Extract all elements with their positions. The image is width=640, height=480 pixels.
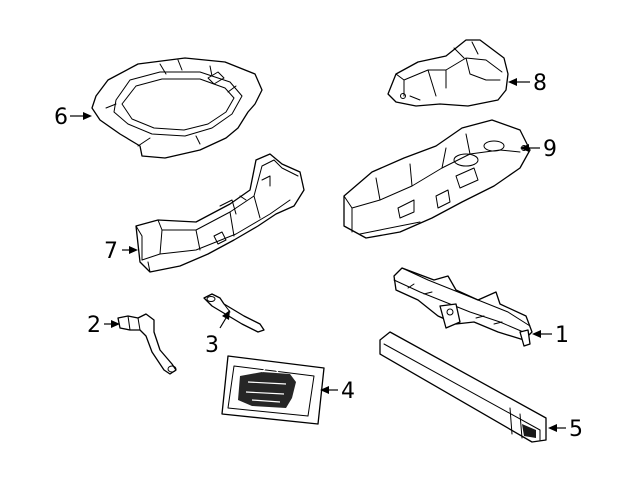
callout-label-8: 8 <box>533 71 547 96</box>
callout-5: 5 <box>548 417 583 442</box>
callout-6: 6 <box>54 105 92 130</box>
callout-9: 9 <box>520 137 557 162</box>
callout-8: 8 <box>508 71 547 96</box>
part-3-jack-handle <box>203 293 265 333</box>
callout-label-6: 6 <box>54 105 68 130</box>
callout-label-7: 7 <box>104 239 118 264</box>
part-7-support-tray <box>135 153 305 273</box>
callout-label-2: 2 <box>87 313 101 338</box>
callout-2: 2 <box>87 313 120 338</box>
callout-label-4: 4 <box>341 379 355 404</box>
callout-label-9: 9 <box>543 137 557 162</box>
callout-1: 1 <box>532 323 569 348</box>
callout-3: 3 <box>205 310 230 358</box>
part-4-glove-bag <box>221 355 325 425</box>
part-6-tire-carrier-ring <box>91 57 263 159</box>
callout-label-1: 1 <box>555 323 569 348</box>
callout-7: 7 <box>104 239 138 264</box>
part-5-tool-pouch <box>379 331 547 443</box>
part-8-foam-block <box>387 39 509 107</box>
callout-4: 4 <box>320 379 355 404</box>
part-9-storage-tray <box>343 119 531 239</box>
callout-label-5: 5 <box>569 417 583 442</box>
part-2-lug-wrench <box>117 313 177 375</box>
part-1-scissor-jack <box>393 267 533 347</box>
callout-label-3: 3 <box>205 333 219 358</box>
